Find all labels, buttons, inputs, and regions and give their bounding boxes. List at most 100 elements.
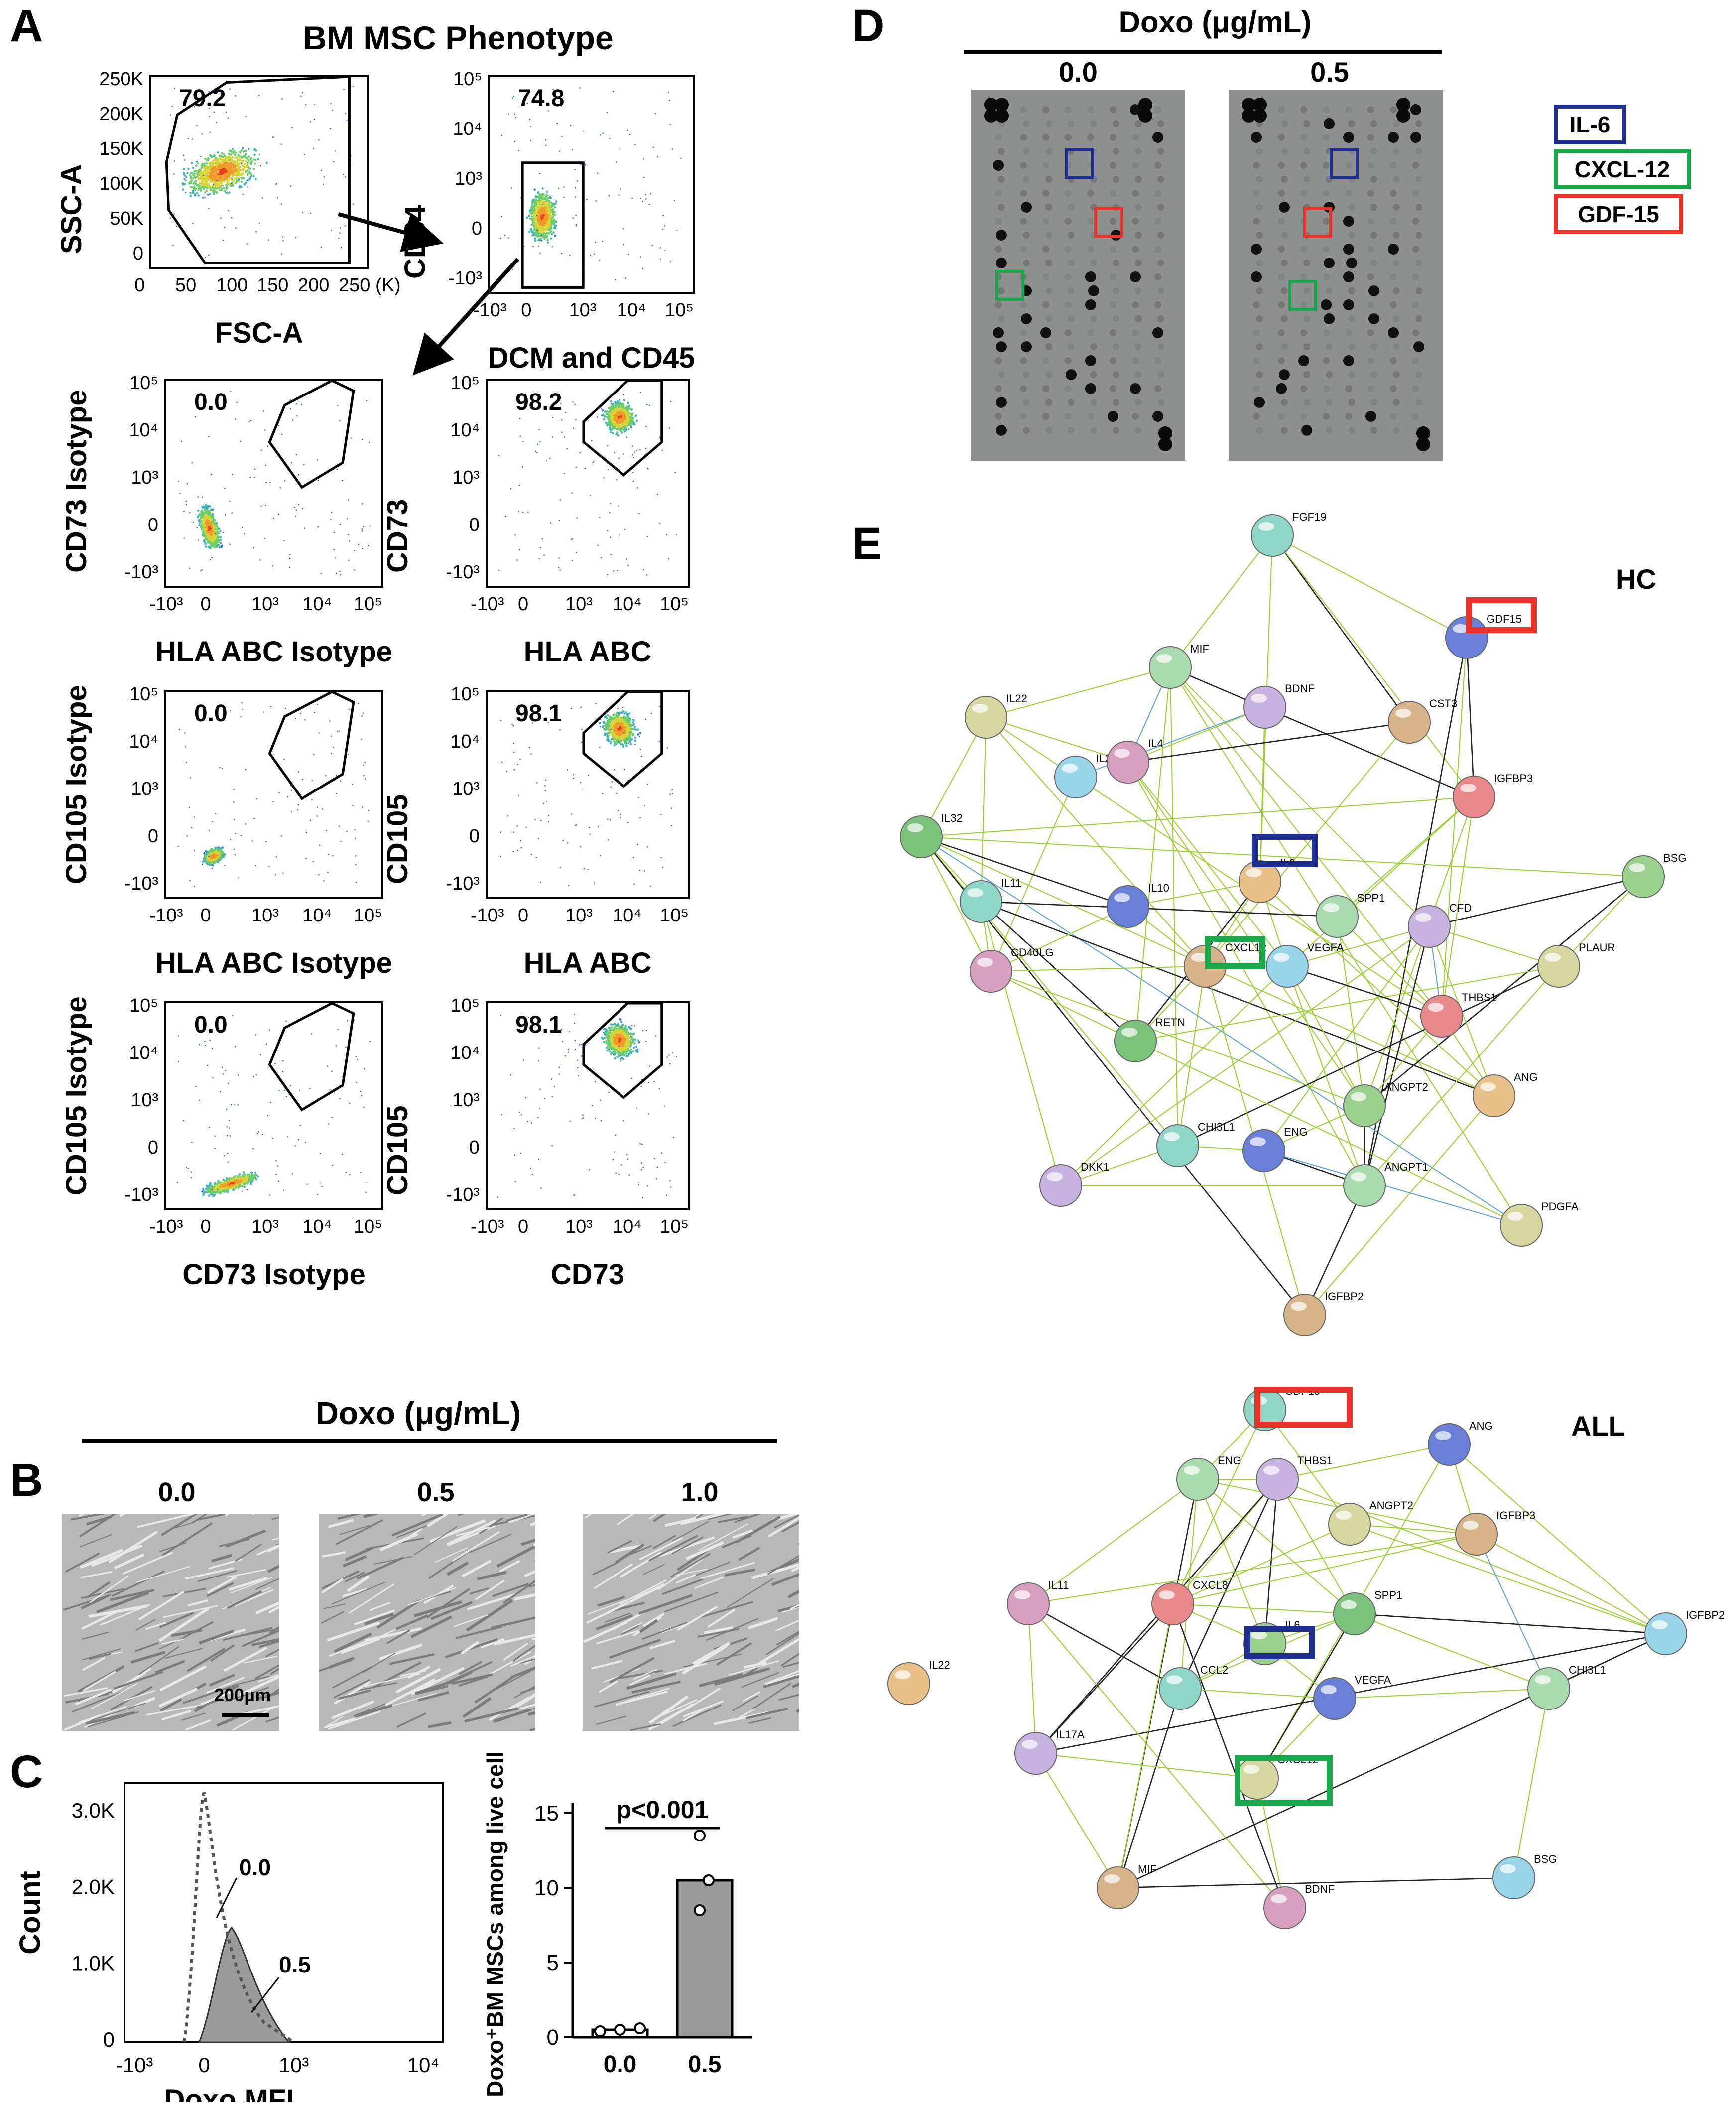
node-highlight [1047, 1172, 1063, 1181]
network-highlight-box [1244, 1626, 1315, 1659]
y-tick-label: 1.0K [72, 1952, 115, 1975]
cell-streak [389, 1653, 435, 1665]
array-spot [1090, 343, 1097, 350]
array-spot [1154, 273, 1161, 280]
array-spot [1068, 260, 1075, 266]
cell-streak [334, 1632, 372, 1653]
node-dkk1 [1039, 1164, 1082, 1207]
node-label: CD40LG [1011, 946, 1054, 959]
array-spot [1154, 190, 1161, 197]
cell-streak [255, 1578, 279, 1590]
y-tick-label: 2.0K [72, 1875, 115, 1898]
cell-streak [626, 1688, 670, 1702]
cell-streak [162, 1587, 206, 1598]
network-edge [1354, 1613, 1549, 1689]
array-spot [1412, 162, 1419, 169]
cell-streak [727, 1578, 774, 1608]
network-edge [1337, 916, 1365, 1106]
network-edge [1170, 535, 1273, 668]
array-spot [1157, 232, 1164, 239]
array-spot [1065, 385, 1072, 392]
cell-streak [231, 1577, 272, 1594]
cell-streak [732, 1529, 753, 1539]
gate-polygon [268, 1002, 355, 1112]
network-edge [1170, 666, 1475, 798]
bar-1 [676, 1879, 734, 2039]
array-spot [1367, 357, 1374, 364]
array-spot [1367, 385, 1374, 392]
node-bsg [1622, 855, 1665, 898]
cell-streak [748, 1617, 778, 1630]
cell-streak [461, 1559, 492, 1578]
network-edge [1197, 1479, 1355, 1614]
network-edge [1429, 876, 1644, 927]
node-label: VEGFA [1307, 941, 1344, 954]
node-label: ANGPT2 [1369, 1499, 1413, 1512]
y-tick-label: 10³ [452, 1090, 480, 1111]
cell-streak [648, 1535, 698, 1562]
x-tick-label: 10³ [279, 2053, 309, 2077]
x-tick-label: 10³ [565, 594, 593, 615]
array-spot [1020, 413, 1027, 420]
array-spot [1065, 357, 1072, 364]
array-spot [1281, 120, 1288, 127]
y-axis-label: CD105 [381, 1105, 414, 1195]
cell-streak [776, 1630, 799, 1646]
cell-streak [159, 1637, 185, 1650]
x-tick-label: 0 [200, 1216, 211, 1237]
cell-streak [276, 1544, 279, 1546]
cell-streak [334, 1681, 371, 1705]
array-spot [1045, 399, 1052, 406]
array-spot [1388, 327, 1399, 338]
cell-streak [65, 1693, 109, 1704]
cell-streak [414, 1600, 462, 1617]
array-spot [1023, 176, 1030, 183]
array-spot [1370, 260, 1377, 266]
cell-streak [133, 1668, 152, 1680]
array-spot [1393, 287, 1400, 294]
cell-streak [82, 1631, 109, 1640]
cell-streak [612, 1601, 645, 1612]
cell-streak [659, 1536, 715, 1558]
cell-streak [79, 1514, 116, 1538]
array-spot [1415, 399, 1422, 406]
cell-streak [489, 1651, 531, 1675]
node-il4 [1107, 741, 1149, 784]
array-spot [998, 287, 1005, 294]
cell-streak [83, 1671, 116, 1692]
network-edge [1441, 637, 1467, 1017]
cell-streak [258, 1640, 279, 1648]
cell-streak [464, 1707, 519, 1723]
node-label: GDF15 [1487, 613, 1522, 625]
array-spot [1390, 385, 1397, 392]
node-label: CCL2 [1200, 1664, 1228, 1676]
cell-streak [496, 1545, 535, 1568]
cell-streak [87, 1581, 111, 1598]
network-edge [1259, 881, 1494, 1096]
cell-streak [386, 1629, 411, 1644]
array-spot [1154, 357, 1161, 364]
array-spot [1300, 246, 1307, 253]
x-tick-label: 10⁵ [354, 1216, 383, 1237]
array-spot [1253, 301, 1260, 308]
array-spot [1343, 244, 1354, 255]
array-spot [1300, 190, 1307, 197]
array-spot [1370, 371, 1377, 378]
x-tick-label-0: 0.0 [604, 2051, 637, 2078]
cxcl12-highlight [1288, 280, 1317, 311]
cell-streak [268, 1605, 279, 1614]
cell-streak [619, 1670, 663, 1680]
array-spot [1253, 190, 1260, 197]
network-edge [1127, 762, 1288, 967]
cell-streak [466, 1599, 513, 1632]
cell-streak [446, 1561, 469, 1576]
node-pdgfa [1500, 1204, 1543, 1247]
array-spot [1343, 132, 1354, 143]
node-il11 [960, 880, 1002, 923]
cell-streak [716, 1642, 752, 1666]
array-spot [1090, 260, 1097, 266]
cell-streak [745, 1708, 788, 1719]
y-tick-label: 0 [147, 1137, 158, 1158]
array-spot [998, 176, 1005, 183]
